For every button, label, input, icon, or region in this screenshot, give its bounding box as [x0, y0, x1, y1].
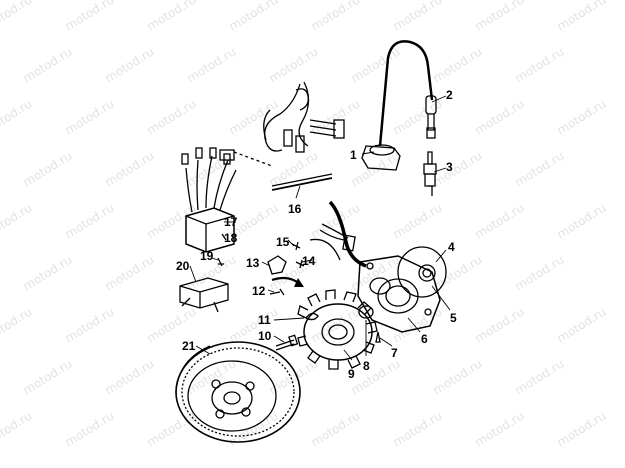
- callout-14: 14: [302, 254, 316, 268]
- screw-15: [291, 241, 301, 251]
- o-ring: [397, 246, 447, 298]
- callout-13: 13: [246, 256, 260, 270]
- callout-17: 17: [224, 215, 238, 229]
- pickup-coil: [267, 255, 287, 275]
- wiring-harness: [263, 81, 345, 153]
- callout-11: 11: [258, 313, 271, 327]
- wire-clamp: [305, 312, 319, 321]
- oil-seal: [358, 305, 374, 319]
- callout-21: 21: [182, 339, 196, 353]
- callout-6: 6: [421, 332, 428, 346]
- callout-3: 3: [446, 160, 453, 174]
- callout-7: 7: [391, 346, 398, 360]
- callout-12: 12: [252, 284, 266, 298]
- screw-19: [217, 257, 224, 267]
- screw-7: [375, 331, 381, 343]
- screw-12: [269, 288, 285, 296]
- starter-relay: [179, 277, 229, 313]
- callout-8: 8: [363, 359, 370, 373]
- spark-plug-cap: [425, 95, 437, 139]
- callout-4: 4: [448, 240, 455, 254]
- callout-9: 9: [348, 367, 355, 381]
- callout-16: 16: [288, 202, 302, 216]
- stator-wiring: [309, 200, 367, 268]
- callout-19: 19: [200, 249, 214, 263]
- ground-wire: [271, 177, 333, 191]
- callout-1: 1: [350, 148, 357, 162]
- callout-20: 20: [176, 259, 190, 273]
- stator: [297, 289, 378, 370]
- callout-15: 15: [276, 235, 290, 249]
- ignition-coil: [361, 40, 434, 171]
- flywheel: [175, 341, 301, 443]
- stator-plate: [357, 255, 441, 333]
- seal: [418, 264, 436, 282]
- callout-5: 5: [450, 311, 457, 325]
- callout-18: 18: [224, 231, 238, 245]
- bolt-10: [275, 334, 299, 351]
- spark-plug: [423, 151, 437, 196]
- callout-10: 10: [258, 329, 272, 343]
- leader-lines: [189, 95, 451, 361]
- callout-2: 2: [446, 88, 453, 102]
- screw-14: [295, 259, 305, 269]
- regulator-wires: [181, 147, 273, 213]
